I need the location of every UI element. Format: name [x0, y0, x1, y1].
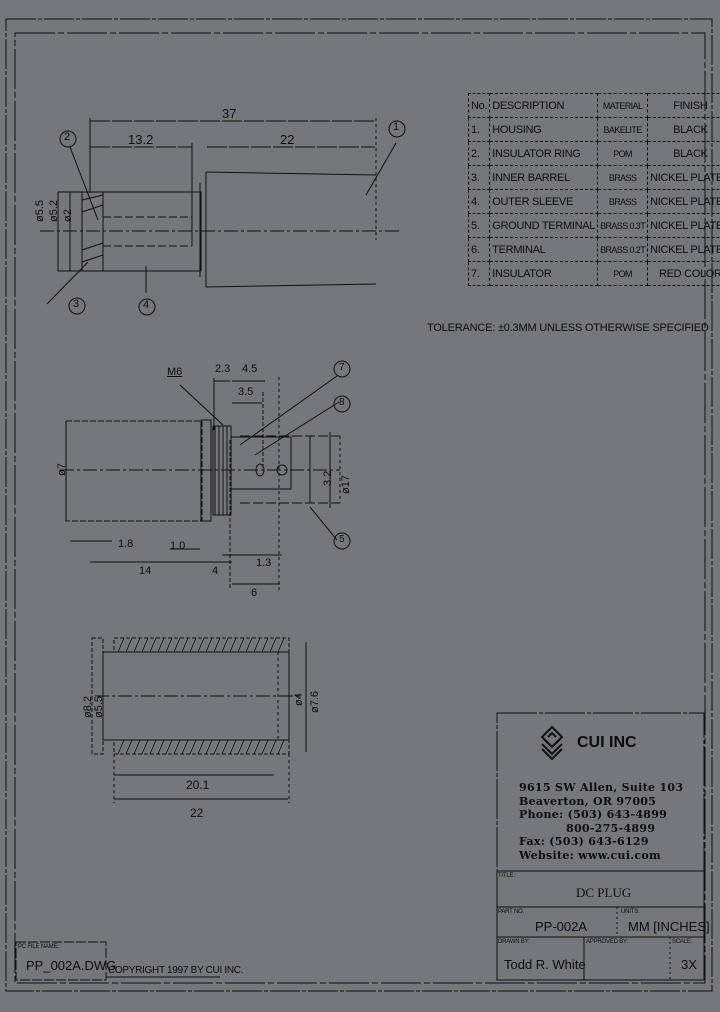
company-name: CUI INC — [577, 734, 637, 752]
cell-material: POM — [597, 141, 649, 166]
cell-description: GROUND TERMINAL — [489, 213, 599, 238]
cell-finish: NICKEL PLATED — [647, 213, 720, 238]
units-label: UNITS: — [621, 909, 640, 915]
dim-dia7: ø7 — [56, 463, 68, 476]
tolerance-note: TOLERANCE: ±0.3MM UNLESS OTHERWISE SPECI… — [427, 322, 709, 334]
table-header-row: No. DESCRIPTION MATERIAL FINISH — [467, 93, 720, 118]
dim-f: 1.0 — [170, 540, 186, 552]
parts-table: No. DESCRIPTION MATERIAL FINISH 1.HOUSIN… — [467, 93, 720, 286]
copyright: COPYRIGHT 1997 BY CUI INC. — [108, 965, 244, 976]
dim-thread: M6 — [167, 366, 183, 378]
dim-d76: ø7.6 — [309, 690, 321, 713]
cell-material: BRASS — [597, 165, 649, 190]
dim-front-length: 13.2 — [128, 132, 154, 147]
pc-file-name: PP_002A.DWG — [26, 958, 117, 973]
header-no: No. — [467, 93, 491, 118]
part-no-label: PART NO. — [498, 909, 525, 915]
address-line2: Beaverton, OR 97005 — [519, 794, 657, 808]
cell-finish: NICKEL PLATED — [647, 165, 720, 190]
pc-file-label: PC FILE NAME: — [18, 944, 59, 950]
drawn-by-value: Todd R. White — [504, 957, 586, 972]
cell-material: BRASS 0.2T — [597, 237, 649, 262]
cell-no: 3. — [467, 165, 491, 190]
dim-length: 22 — [190, 806, 204, 820]
cell-description: INNER BARREL — [489, 165, 599, 190]
balloon-3: 3 — [73, 298, 80, 310]
scale-value: 3X — [681, 957, 697, 972]
balloon-2: 2 — [64, 131, 71, 143]
phone: Phone: (503) 643-4899 — [519, 808, 668, 821]
dim-g: 14 — [139, 565, 152, 577]
cell-finish: RED COLOR — [647, 261, 720, 286]
cell-no: 4. — [467, 189, 491, 214]
website: Website: www.cui.com — [519, 848, 661, 862]
dim-id: ø5.5 — [93, 695, 105, 718]
cell-material: BRASS — [597, 189, 649, 214]
title-label: TITLE: — [498, 873, 515, 879]
dim-d2: ø5.2 — [48, 199, 60, 222]
dim-d4: ø4 — [293, 693, 305, 706]
cell-material: BAKELITE — [597, 117, 649, 142]
scale-label: SCALE: — [672, 939, 693, 945]
balloon-1: 1 — [393, 121, 400, 133]
dim-j: 6 — [251, 587, 258, 599]
part-number: PP-002A — [535, 919, 588, 934]
dim-c: 3.5 — [238, 386, 254, 398]
dim-i: 1.3 — [256, 557, 272, 569]
header-material: MATERIAL — [597, 93, 649, 118]
units-value: MM [INCHES] — [628, 919, 710, 934]
cell-no: 7. — [467, 261, 491, 286]
dim-overall: 37 — [222, 106, 237, 121]
address-line1: 9615 SW Allen, Suite 103 — [519, 781, 684, 794]
phone-tollfree: 800-275-4899 — [566, 821, 656, 835]
dim-h: 4 — [212, 565, 219, 577]
dim-housing-length: 22 — [280, 132, 295, 147]
cell-finish: BLACK — [647, 117, 720, 142]
dim-3-2: 3.2 — [322, 470, 334, 486]
fax: Fax: (503) 643-6129 — [519, 835, 649, 848]
balloon-8: 8 — [339, 397, 345, 408]
cell-finish: BLACK — [647, 141, 720, 166]
balloon-5: 5 — [339, 534, 345, 545]
dim-b: 4.5 — [242, 363, 258, 375]
cell-no: 1. — [467, 117, 491, 142]
cell-no: 2. — [467, 141, 491, 166]
company-address: 9615 SW Allen, Suite 103 Beaverton, OR 9… — [519, 781, 683, 862]
cell-description: OUTER SLEEVE — [489, 189, 599, 214]
cui-logo-icon — [540, 725, 564, 761]
cell-description: HOUSING — [489, 117, 599, 142]
dim-e: 1.8 — [118, 538, 134, 550]
dim-d17: ø17 — [340, 475, 352, 494]
drawn-by-label: DRAWN BY: — [498, 939, 530, 945]
dim-d1: ø5.5 — [34, 199, 46, 222]
cell-material: POM — [597, 261, 649, 286]
dim-a: 2.3 — [215, 363, 231, 375]
cell-no: 5. — [467, 213, 491, 238]
header-description: DESCRIPTION — [489, 93, 599, 118]
dim-inner-length: 20.1 — [186, 778, 210, 792]
balloon-4: 4 — [143, 299, 150, 311]
cell-description: INSULATOR — [489, 261, 599, 286]
cell-description: INSULATOR RING — [489, 141, 599, 166]
approved-by-label: APPROVED BY: — [586, 939, 628, 945]
balloon-7: 7 — [339, 362, 345, 373]
dim-d3: ø2 — [62, 209, 74, 222]
cell-finish: NICKEL PLATED — [647, 237, 720, 262]
cell-material: BRASS 0.3T — [597, 213, 649, 238]
cell-no: 6. — [467, 237, 491, 262]
drawing-title: DC PLUG — [576, 885, 632, 900]
company-name-text: CUI INC — [577, 734, 637, 751]
header-finish: FINISH — [647, 93, 720, 118]
cell-description: TERMINAL — [489, 237, 599, 262]
cell-finish: NICKEL PLATED — [647, 189, 720, 214]
